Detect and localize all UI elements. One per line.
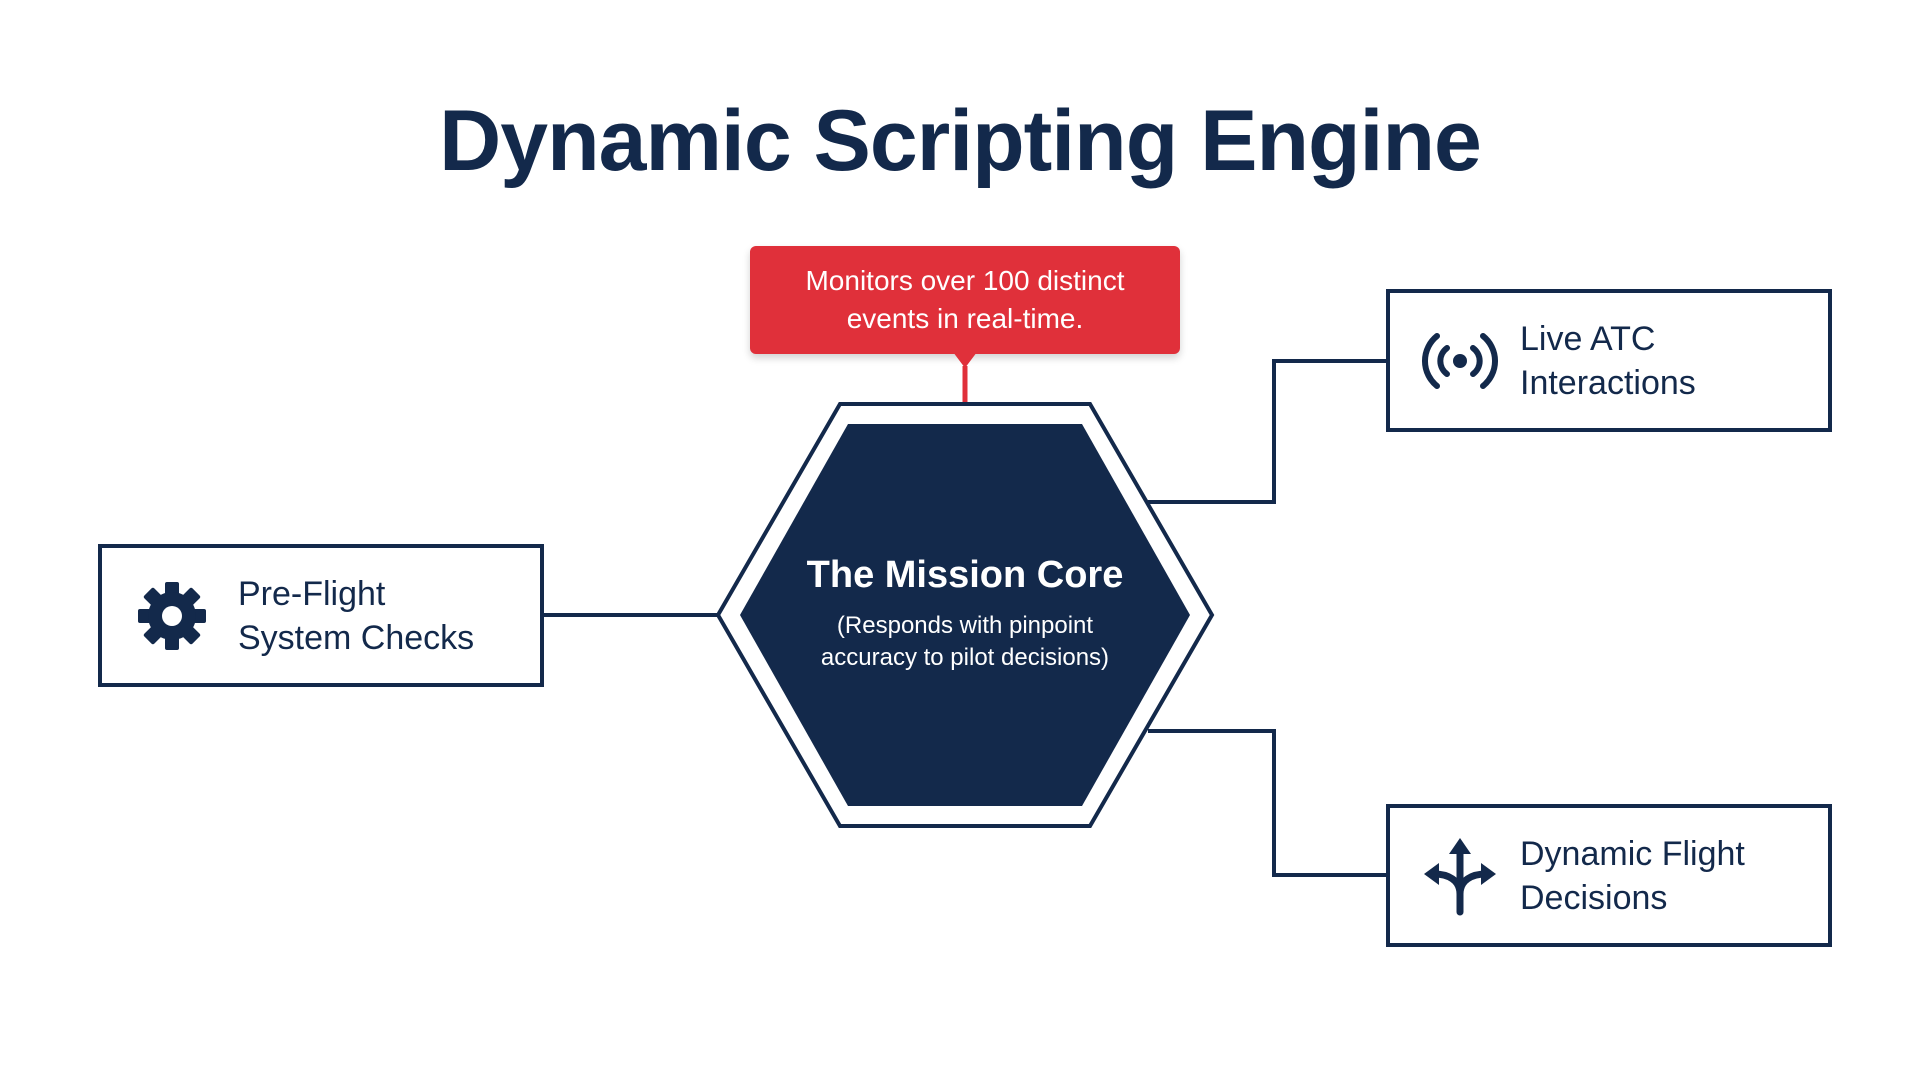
core-subtitle-line-2: accuracy to pilot decisions) (820, 644, 1110, 671)
core-title: The Mission Core (806, 554, 1124, 596)
node-label-line-1: Pre-Flight (238, 574, 386, 613)
node-label-line-1: Live ATC (1520, 319, 1656, 358)
core-hexagon (740, 424, 1190, 806)
gear-icon (132, 576, 212, 656)
node-live-atc: Live ATC Interactions (1386, 289, 1832, 432)
core-subtitle-line-1: (Responds with pinpoint (836, 612, 1094, 639)
callout-line-1: Monitors over 100 distinct (805, 265, 1125, 296)
node-label-line-2: System Checks (238, 618, 475, 657)
fork-arrows-icon (1420, 836, 1500, 916)
callout-pointer (953, 352, 977, 368)
events-callout: Monitors over 100 distinct events in rea… (750, 246, 1180, 354)
node-dynamic-flight-decisions: Dynamic Flight Decisions (1386, 804, 1832, 947)
core-text: The Mission Core (Responds with pinpoint… (760, 550, 1170, 674)
connector-top-right (1148, 359, 1386, 504)
callout-line-2: events in real-time. (846, 303, 1084, 334)
node-label: Live ATC Interactions (1520, 317, 1696, 405)
page-title: Dynamic Scripting Engine (439, 93, 1482, 189)
node-label-line-2: Interactions (1520, 363, 1696, 402)
node-pre-flight-checks: Pre-Flight System Checks (98, 544, 544, 687)
node-label-line-2: Decisions (1520, 878, 1668, 917)
node-label: Pre-Flight System Checks (238, 572, 474, 660)
broadcast-icon (1420, 321, 1500, 401)
connector-bottom-right (1148, 729, 1386, 877)
node-label-line-1: Dynamic Flight (1520, 834, 1745, 873)
node-label: Dynamic Flight Decisions (1520, 832, 1745, 920)
